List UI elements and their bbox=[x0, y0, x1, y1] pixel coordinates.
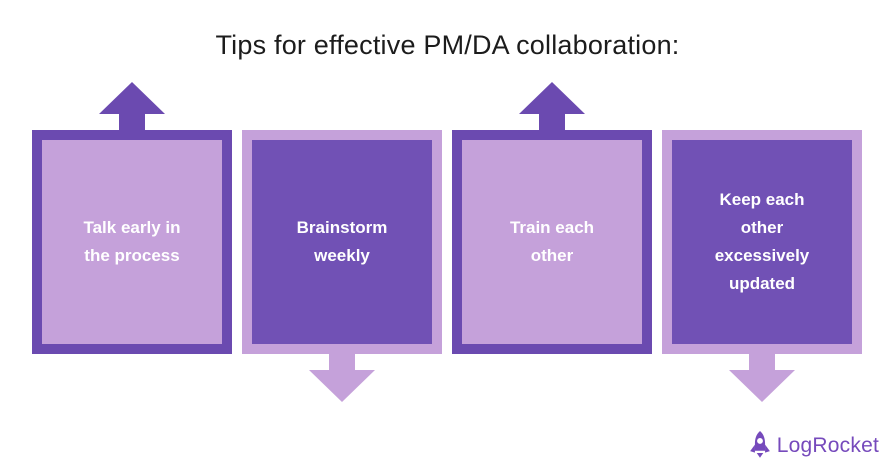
rocket-icon bbox=[748, 431, 772, 461]
logrocket-logo: LogRocket bbox=[748, 431, 879, 461]
up-arrow-icon bbox=[519, 82, 585, 132]
logrocket-wordmark: LogRocket bbox=[776, 434, 879, 457]
down-arrow-icon bbox=[729, 352, 795, 402]
down-arrow-icon bbox=[309, 352, 375, 402]
tip-box-keep-updated: Keep each other excessively updated bbox=[662, 130, 862, 354]
up-arrow-icon bbox=[99, 82, 165, 132]
page-title: Tips for effective PM/DA collaboration: bbox=[215, 30, 680, 60]
tip-box-label: Train each other bbox=[509, 217, 595, 265]
tip-box-train-each-other: Train each other bbox=[452, 130, 652, 354]
tip-box-brainstorm-weekly: Brainstorm weekly bbox=[242, 130, 442, 354]
tip-box-label: Keep each other excessively updated bbox=[714, 189, 810, 294]
tip-box-label: Brainstorm weekly bbox=[296, 217, 388, 265]
tip-box-label: Talk early in the process bbox=[83, 217, 181, 265]
tip-box-talk-early: Talk early in the process bbox=[32, 130, 232, 354]
